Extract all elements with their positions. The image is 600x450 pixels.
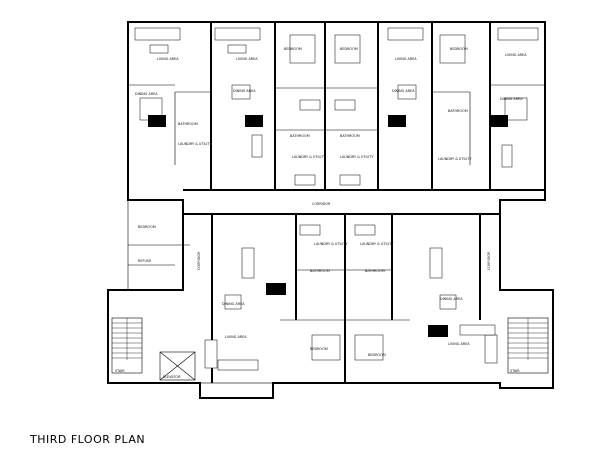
label-bedroom-5: BEDROOM (310, 347, 328, 351)
label-dining-area-4: DINING AREA (500, 97, 523, 101)
stair-left (111, 317, 143, 374)
label-bathroom-1: BATHROOM (178, 122, 198, 126)
label-living-area-4: LIVING AREA (505, 53, 527, 57)
label-dining-area-2: DINING AREA (233, 89, 256, 93)
room-labels: LIVING AREA LIVING AREA LIVING AREA LIVI… (115, 47, 527, 379)
upper-unit-walls (128, 22, 545, 191)
label-living-area-6: LIVING AREA (448, 342, 470, 346)
label-refuse: REFUSE (138, 259, 151, 263)
label-laundry-6: LAUNDRY & UTILITY (360, 242, 394, 246)
label-bedroom-4: BEDROOM (138, 225, 156, 229)
label-dining-area-1: DINING AREA (135, 92, 158, 96)
label-living-area-2: LIVING AREA (236, 57, 258, 61)
lower-unit-walls (127, 200, 500, 383)
label-bathroom-5: BATHROOM (310, 269, 330, 273)
label-bathroom-2: BATHROOM (290, 134, 310, 138)
label-laundry-4: LAUNDRY & UTILITY (438, 157, 472, 161)
label-bathroom-4: BATHROOM (448, 109, 468, 113)
label-bedroom-1: BEDROOM (284, 47, 302, 51)
label-bedroom-3: BEDROOM (450, 47, 468, 51)
label-corridor-right: CORRIDOR (487, 251, 491, 270)
label-living-area-1: LIVING AREA (157, 57, 179, 61)
label-corridor-main: CORRIDOR (312, 202, 331, 206)
label-dining-area-6: DINING AREA (440, 297, 463, 301)
stair-right (507, 317, 549, 374)
label-bedroom-6: BEDROOM (368, 353, 386, 357)
label-laundry-5: LAUNDRY & UTILITY (314, 242, 348, 246)
label-corridor-left: CORRIDOR (197, 251, 201, 270)
exterior-walls (107, 21, 554, 399)
label-bedroom-2: BEDROOM (340, 47, 358, 51)
label-laundry-3: LAUNDRY & UTILITY (340, 155, 374, 159)
elevator-shaft (159, 351, 196, 381)
upper-furniture (134, 27, 539, 186)
label-bathroom-6: BATHROOM (365, 269, 385, 273)
lower-furniture (204, 224, 498, 371)
label-laundry-1: LAUNDRY & UTILITY (178, 142, 212, 146)
label-laundry-2: LAUNDRY & UTILITY (292, 155, 326, 159)
label-bathroom-3: BATHROOM (340, 134, 360, 138)
label-stair-left: STAIR (115, 369, 125, 373)
label-living-area-3: LIVING AREA (395, 57, 417, 61)
label-living-area-5: LIVING AREA (225, 335, 247, 339)
label-dining-area-5: DINING AREA (222, 302, 245, 306)
label-stair-right: STAIR (510, 369, 520, 373)
label-elevator: ELEVATOR (163, 375, 181, 379)
plan-title: THIRD FLOOR PLAN (30, 433, 146, 446)
label-dining-area-3: DINING AREA (392, 89, 415, 93)
